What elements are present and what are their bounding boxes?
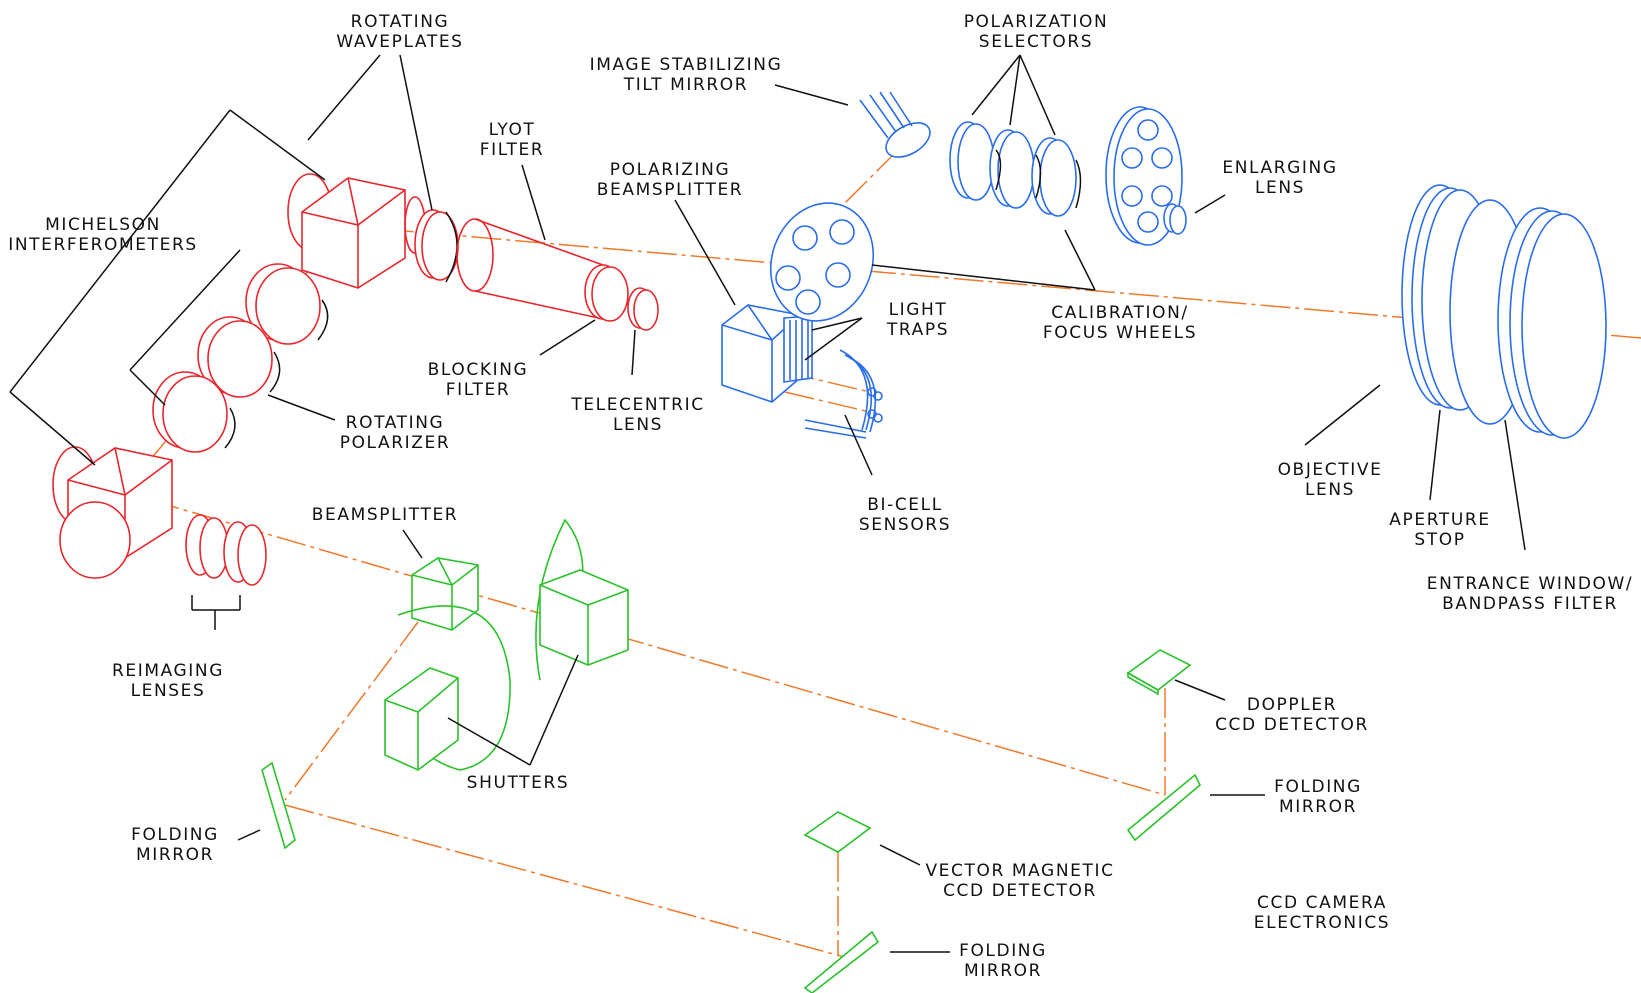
svg-text:CCD DETECTOR: CCD DETECTOR	[943, 881, 1097, 901]
label-objective-lens: OBJECTIVE LENS	[1278, 460, 1383, 500]
reimaging-lenses	[186, 515, 266, 585]
label-calibration-focus-wheels: CALIBRATION/ FOCUS WHEELS	[1043, 303, 1197, 343]
rotating-waveplate	[415, 210, 458, 282]
bi-cell-sensors	[805, 350, 882, 438]
label-aperture-stop: APERTURE STOP	[1389, 510, 1490, 550]
svg-text:LIGHT: LIGHT	[889, 300, 948, 320]
shutter-upper	[536, 520, 628, 680]
svg-text:BI-CELL: BI-CELL	[867, 495, 943, 515]
enlarging-lens	[1164, 204, 1186, 234]
svg-text:CALIBRATION/: CALIBRATION/	[1051, 303, 1189, 323]
svg-text:FOLDING: FOLDING	[1274, 777, 1362, 797]
label-reimaging-lenses: REIMAGING LENSES	[112, 661, 224, 701]
svg-text:ROTATING: ROTATING	[351, 12, 450, 32]
label-polarizing-beamsplitter: POLARIZING BEAMSPLITTER	[597, 160, 743, 200]
label-rotating-waveplates: ROTATING WAVEPLATES	[336, 12, 463, 52]
label-polarization-selectors: POLARIZATION SELECTORS	[964, 12, 1109, 52]
svg-text:FOLDING: FOLDING	[959, 941, 1047, 961]
label-lyot-filter: LYOT FILTER	[480, 120, 544, 160]
camera-beamsplitter	[412, 558, 478, 630]
svg-text:REIMAGING: REIMAGING	[112, 661, 224, 681]
svg-text:POLARIZING: POLARIZING	[610, 160, 731, 180]
objective-lens-assembly	[1402, 185, 1606, 438]
label-telecentric-lens: TELECENTRIC LENS	[570, 395, 704, 435]
svg-text:LENS: LENS	[613, 415, 663, 435]
svg-text:INTERFEROMETERS: INTERFEROMETERS	[8, 235, 198, 255]
svg-text:IMAGE STABILIZING: IMAGE STABILIZING	[590, 55, 783, 75]
svg-text:MIRROR: MIRROR	[136, 845, 214, 865]
interferometer-optics-chain	[153, 264, 328, 452]
svg-text:TRAPS: TRAPS	[886, 320, 949, 340]
svg-text:ENTRANCE WINDOW/: ENTRANCE WINDOW/	[1427, 574, 1633, 594]
svg-text:LENS: LENS	[1255, 178, 1305, 198]
reimaging-beam	[150, 500, 1165, 795]
michelson-interferometer-upper	[288, 174, 425, 288]
michelson-interferometer-lower	[53, 447, 172, 578]
svg-text:OBJECTIVE: OBJECTIVE	[1278, 460, 1383, 480]
svg-text:STOP: STOP	[1414, 530, 1465, 550]
vector-magnetic-ccd-detector	[805, 812, 870, 852]
svg-text:BANDPASS FILTER: BANDPASS FILTER	[1442, 594, 1618, 614]
label-vector-magnetic-ccd-detector: VECTOR MAGNETIC CCD DETECTOR	[925, 861, 1114, 901]
svg-text:TELECENTRIC: TELECENTRIC	[570, 395, 704, 415]
light-traps	[784, 316, 812, 382]
svg-text:WAVEPLATES: WAVEPLATES	[336, 32, 463, 52]
svg-text:CCD CAMERA: CCD CAMERA	[1257, 893, 1387, 913]
svg-text:MIRROR: MIRROR	[964, 961, 1042, 981]
shutter-lower	[385, 606, 510, 770]
svg-text:MICHELSON: MICHELSON	[45, 215, 161, 235]
svg-text:BLOCKING: BLOCKING	[428, 360, 529, 380]
svg-text:LENSES: LENSES	[131, 681, 206, 701]
polarization-selectors	[950, 122, 1081, 216]
beam-to-bottom-mirror	[285, 805, 848, 958]
folding-mirror-right	[1128, 775, 1200, 840]
svg-text:FOCUS WHEELS: FOCUS WHEELS	[1043, 323, 1197, 343]
svg-text:POLARIZER: POLARIZER	[340, 433, 451, 453]
doppler-ccd-detector	[1128, 650, 1190, 694]
label-folding-mirror-bottom: FOLDING MIRROR	[959, 941, 1047, 981]
image-stabilizing-tilt-mirror	[860, 92, 936, 164]
label-ccd-camera-electronics: CCD CAMERA ELECTRONICS	[1254, 893, 1390, 933]
svg-text:ROTATING: ROTATING	[346, 413, 445, 433]
label-doppler-ccd-detector: DOPPLER CCD DETECTOR	[1215, 695, 1369, 735]
label-bi-cell-sensors: BI-CELL SENSORS	[859, 495, 951, 535]
svg-text:BEAMSPLITTER: BEAMSPLITTER	[312, 505, 458, 525]
svg-text:LENS: LENS	[1305, 480, 1355, 500]
label-folding-mirror-left: FOLDING MIRROR	[131, 825, 219, 865]
svg-text:MIRROR: MIRROR	[1279, 797, 1357, 817]
label-beamsplitter: BEAMSPLITTER	[312, 505, 458, 525]
label-enlarging-lens: ENLARGING LENS	[1222, 158, 1337, 198]
label-rotating-polarizer: ROTATING POLARIZER	[340, 413, 451, 453]
label-image-stabilizing-tilt-mirror: IMAGE STABILIZING TILT MIRROR	[590, 55, 783, 95]
svg-text:FILTER: FILTER	[446, 380, 510, 400]
svg-text:CCD DETECTOR: CCD DETECTOR	[1215, 715, 1369, 735]
svg-text:FILTER: FILTER	[480, 140, 544, 160]
folding-mirror-left	[262, 763, 295, 848]
svg-text:TILT MIRROR: TILT MIRROR	[623, 75, 748, 95]
svg-text:FOLDING: FOLDING	[131, 825, 219, 845]
telecentric-lens	[628, 288, 658, 330]
svg-text:SELECTORS: SELECTORS	[979, 32, 1093, 52]
svg-text:APERTURE: APERTURE	[1389, 510, 1490, 530]
label-michelson-interferometers: MICHELSON INTERFEROMETERS	[8, 215, 198, 255]
svg-text:SENSORS: SENSORS	[859, 515, 951, 535]
svg-text:DOPPLER: DOPPLER	[1247, 695, 1337, 715]
svg-text:VECTOR MAGNETIC: VECTOR MAGNETIC	[925, 861, 1114, 881]
label-entrance-window-bandpass-filter: ENTRANCE WINDOW/ BANDPASS FILTER	[1427, 574, 1633, 614]
svg-text:SHUTTERS: SHUTTERS	[467, 773, 570, 793]
label-shutters: SHUTTERS	[467, 773, 570, 793]
svg-text:ELECTRONICS: ELECTRONICS	[1254, 913, 1390, 933]
svg-text:ENLARGING: ENLARGING	[1222, 158, 1337, 178]
svg-text:BEAMSPLITTER: BEAMSPLITTER	[597, 180, 743, 200]
svg-text:POLARIZATION: POLARIZATION	[964, 12, 1109, 32]
label-light-traps: LIGHT TRAPS	[886, 300, 949, 340]
svg-text:LYOT: LYOT	[489, 120, 536, 140]
label-blocking-filter: BLOCKING FILTER	[428, 360, 529, 400]
folding-mirror-bottom	[805, 932, 878, 993]
label-folding-mirror-right: FOLDING MIRROR	[1274, 777, 1362, 817]
